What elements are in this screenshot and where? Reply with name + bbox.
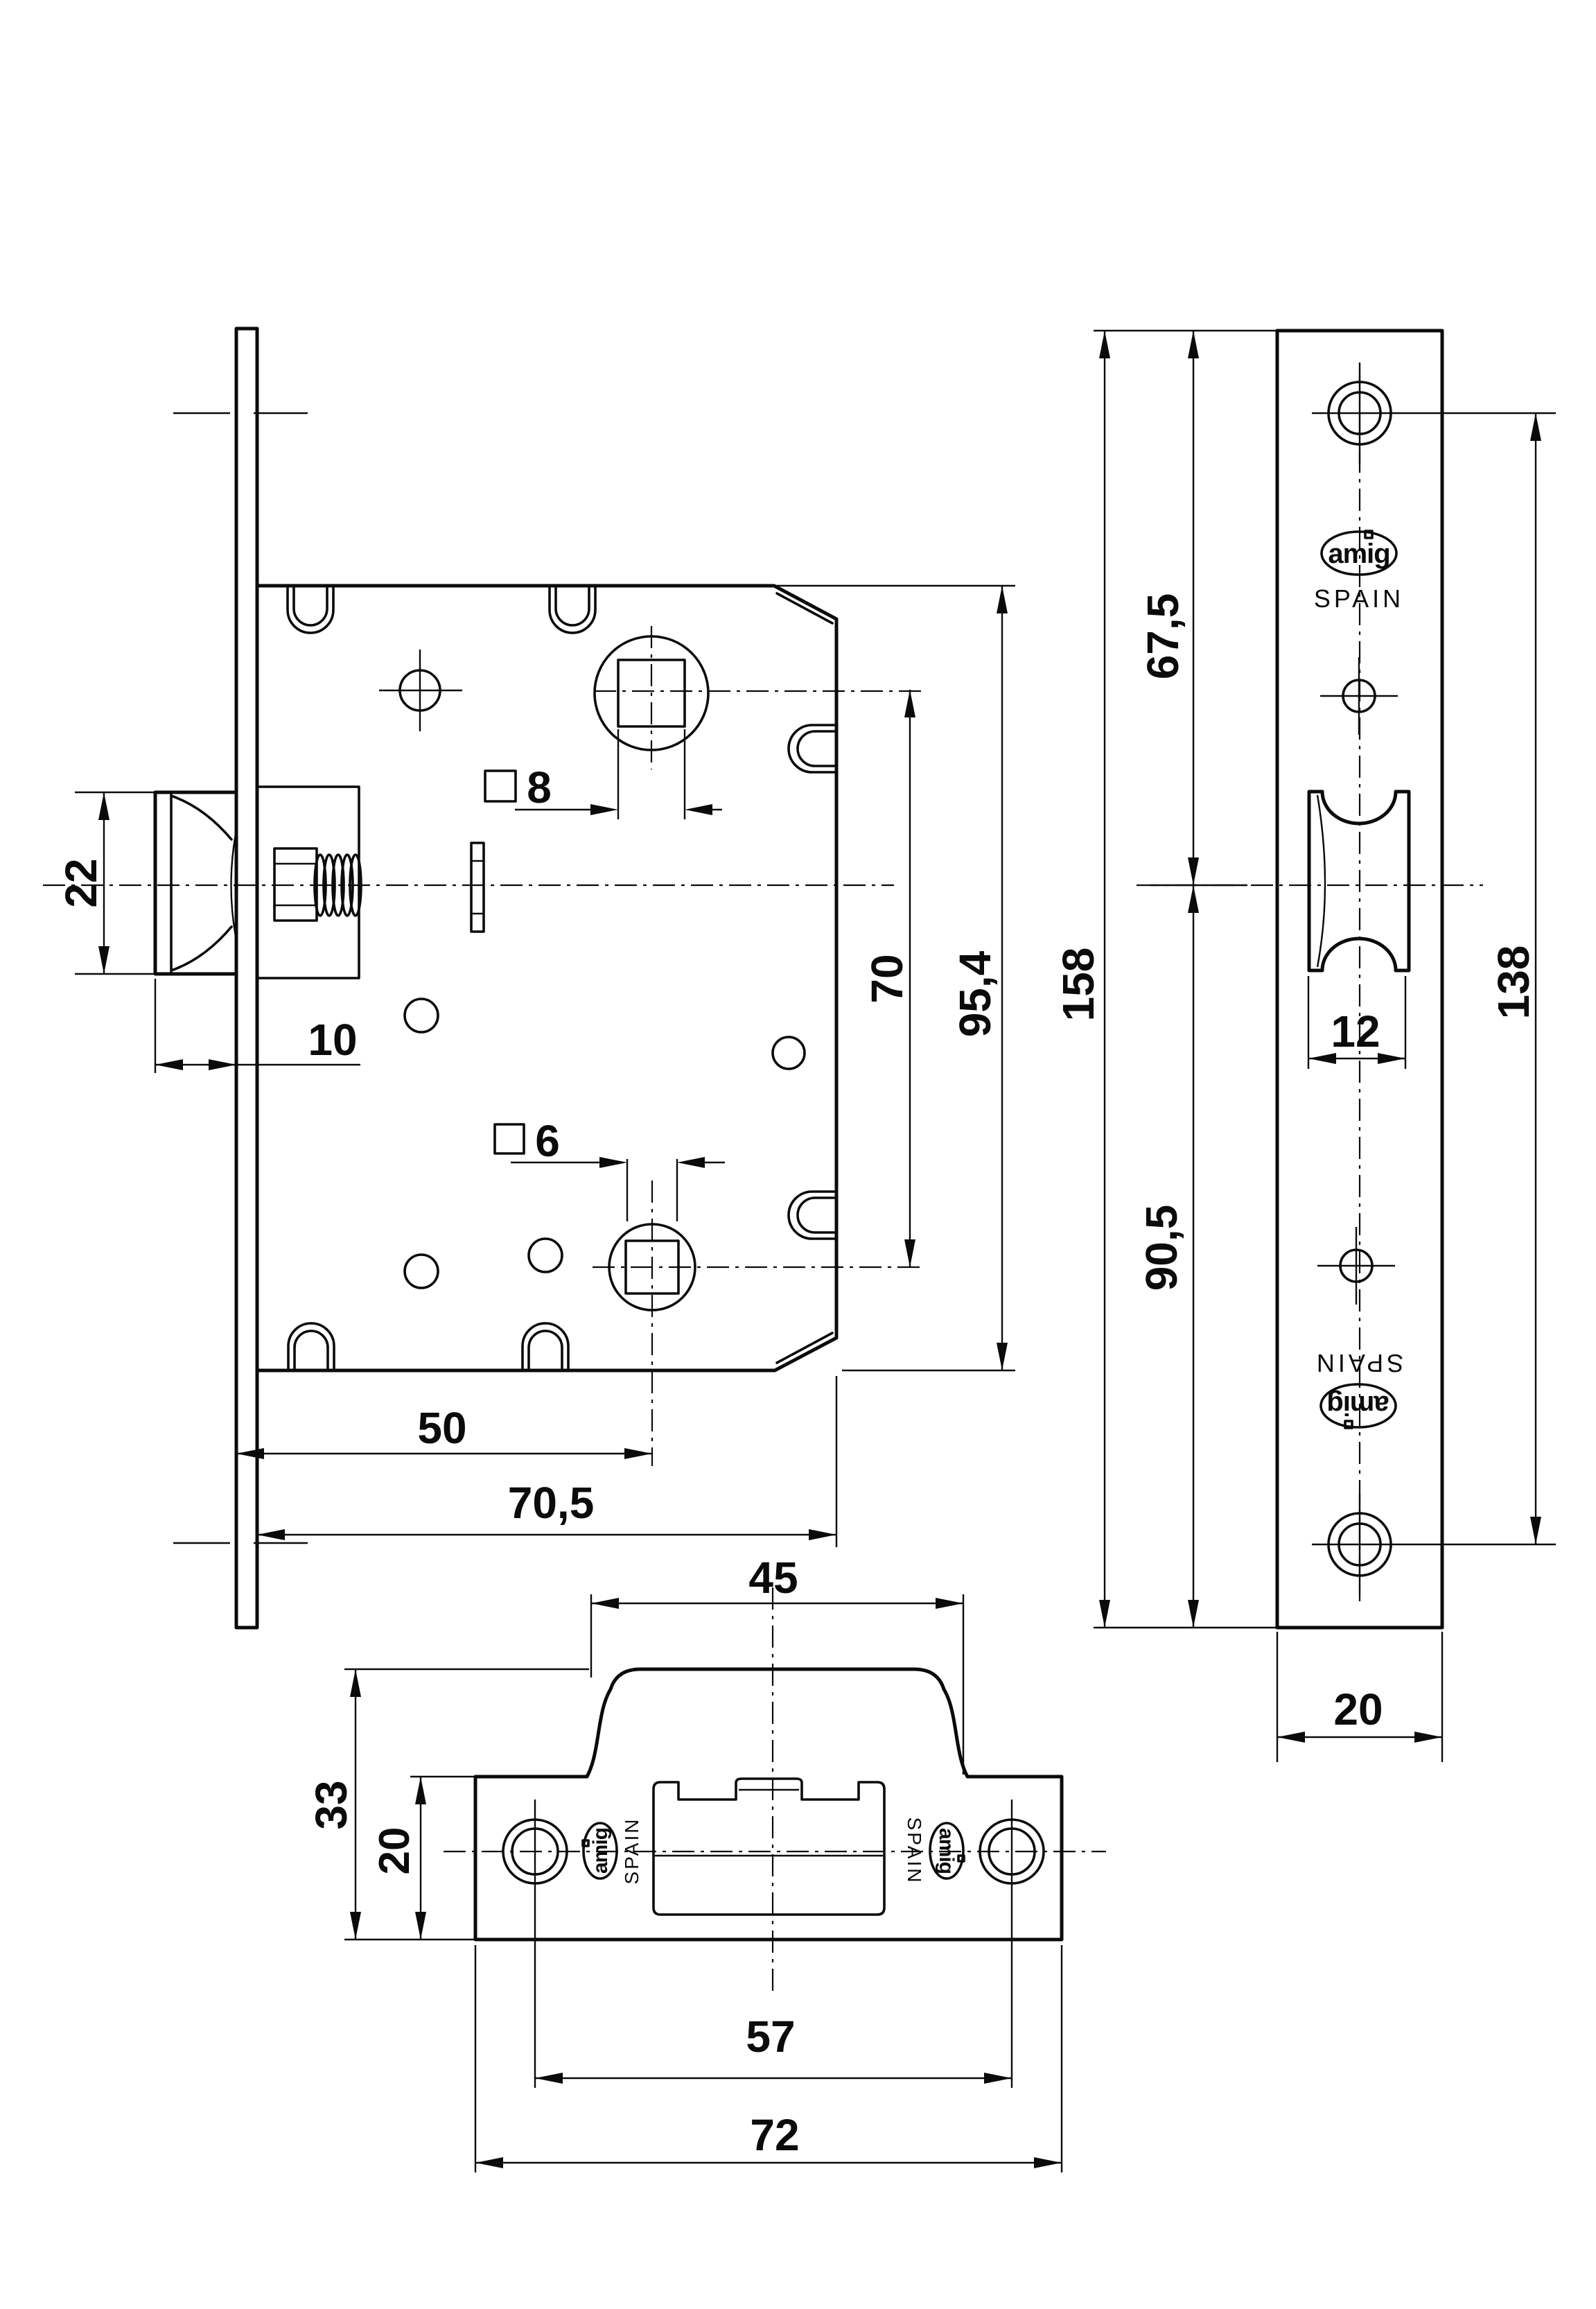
dim-label-57: 57: [746, 2012, 795, 2062]
dim-latch-width: 12: [1307, 976, 1407, 1069]
faceplate-screw-ticks: [173, 412, 308, 1544]
dim-label-90-5: 90,5: [1137, 1205, 1186, 1291]
dim-latch-height: 22: [56, 791, 158, 975]
lock-case-outline: [255, 584, 839, 1373]
dim-label-67-5: 67,5: [1138, 593, 1188, 680]
faceplate-edge: [234, 326, 259, 1630]
square-hole-8mm: [617, 659, 686, 728]
lever-bar: [470, 842, 485, 933]
brand-country-label: SPAIN: [1313, 1349, 1403, 1377]
dim-label-12: 12: [1331, 1007, 1380, 1056]
strike-plate-outline: [473, 1667, 1064, 1942]
dim-follower-spacing: 70: [862, 690, 915, 1267]
svg-text:amig: amig: [1327, 1390, 1389, 1420]
dim-label-22: 22: [56, 858, 106, 907]
dim-plate-length: 72: [474, 1945, 1063, 2172]
dim-label-70: 70: [862, 954, 912, 1003]
latch-bolt: [153, 790, 238, 976]
dim-label-50: 50: [417, 1403, 466, 1453]
svg-text:amig: amig: [935, 1828, 958, 1874]
dim-label-45: 45: [748, 1553, 798, 1603]
brand-country-label: SPAIN: [1314, 584, 1404, 613]
dim-top-to-axis: 67,5: [1138, 331, 1199, 885]
dim-axis-to-bottom: 90,5: [1137, 884, 1247, 1628]
dim-faceplate-height: 158: [1053, 329, 1276, 1629]
dim-label-70-5: 70,5: [508, 1478, 595, 1528]
dim-top-square: 8: [484, 729, 722, 819]
bottom-screw-hole: [1312, 1494, 1556, 1596]
upper-fixing-hole: [1320, 657, 1398, 735]
dim-case-depth: 70,5: [257, 1376, 838, 1547]
dim-label-20: 20: [1333, 1684, 1383, 1734]
dim-plate-height: 20: [371, 1775, 478, 1940]
dim-plate-width: 20: [1276, 1632, 1444, 1762]
dim-label-10: 10: [308, 1015, 357, 1065]
lock-side-view: 22 10 8: [43, 326, 1276, 1630]
dim-label-20s: 20: [371, 1827, 419, 1875]
dim-backset: 50: [236, 1403, 652, 1459]
svg-text:amig: amig: [589, 1828, 612, 1874]
dim-label-158: 158: [1053, 948, 1103, 1022]
top-screw-hole: [1312, 363, 1556, 464]
centerlines: [43, 626, 923, 1466]
dim-bottom-square: 6: [493, 1116, 725, 1221]
amig-logo-icon: amig: [1320, 530, 1398, 576]
amig-logo-icon: amig: [581, 1822, 618, 1880]
faceplate-front-view: amig SPAIN 12: [1137, 329, 1556, 1762]
brand-country-label: SPAIN: [904, 1818, 925, 1885]
square-symbol-icon: [484, 769, 517, 803]
dim-overall-height: 33: [306, 1668, 589, 1941]
top-tabs: [286, 586, 597, 634]
amig-logo-icon: amig: [929, 1822, 965, 1880]
dim-label-33: 33: [306, 1780, 356, 1829]
dim-strike-screw-spacing: 57: [535, 2012, 1012, 2084]
bottom-chamfer-line: [775, 1332, 834, 1364]
top-chamfer-line: [775, 592, 834, 625]
dim-screw-spacing: 138: [1489, 413, 1541, 1544]
dim-label-8: 8: [527, 763, 552, 812]
dim-case-height: 95,4: [776, 584, 1015, 1372]
amig-logo-icon: amig: [1319, 1383, 1397, 1429]
bottom-tabs: [287, 1322, 570, 1370]
right-tabs: [787, 724, 836, 1240]
lower-fixing-hole: [1317, 1227, 1395, 1305]
dim-latch-protrusion: 10: [154, 979, 360, 1073]
svg-text:amig: amig: [1328, 539, 1389, 569]
dim-label-138: 138: [1489, 946, 1538, 1020]
square-symbol-icon: [493, 1123, 525, 1155]
latch-tail-housing: [256, 785, 362, 979]
strike-latch-box: [652, 1777, 886, 1916]
case-holes: [379, 650, 806, 1289]
dim-label-6: 6: [535, 1116, 560, 1166]
latch-bolt-front: [1307, 790, 1411, 973]
dim-boss-width: 45: [590, 1553, 965, 1775]
faceplate-outline: [1275, 329, 1444, 1630]
dim-label-95-4: 95,4: [950, 950, 1000, 1037]
dim-label-72: 72: [750, 2110, 799, 2160]
brand-country-label: SPAIN: [621, 1818, 642, 1885]
strike-plate-view: amig SPAIN SPAIN amig 45 33: [306, 1553, 1106, 2172]
